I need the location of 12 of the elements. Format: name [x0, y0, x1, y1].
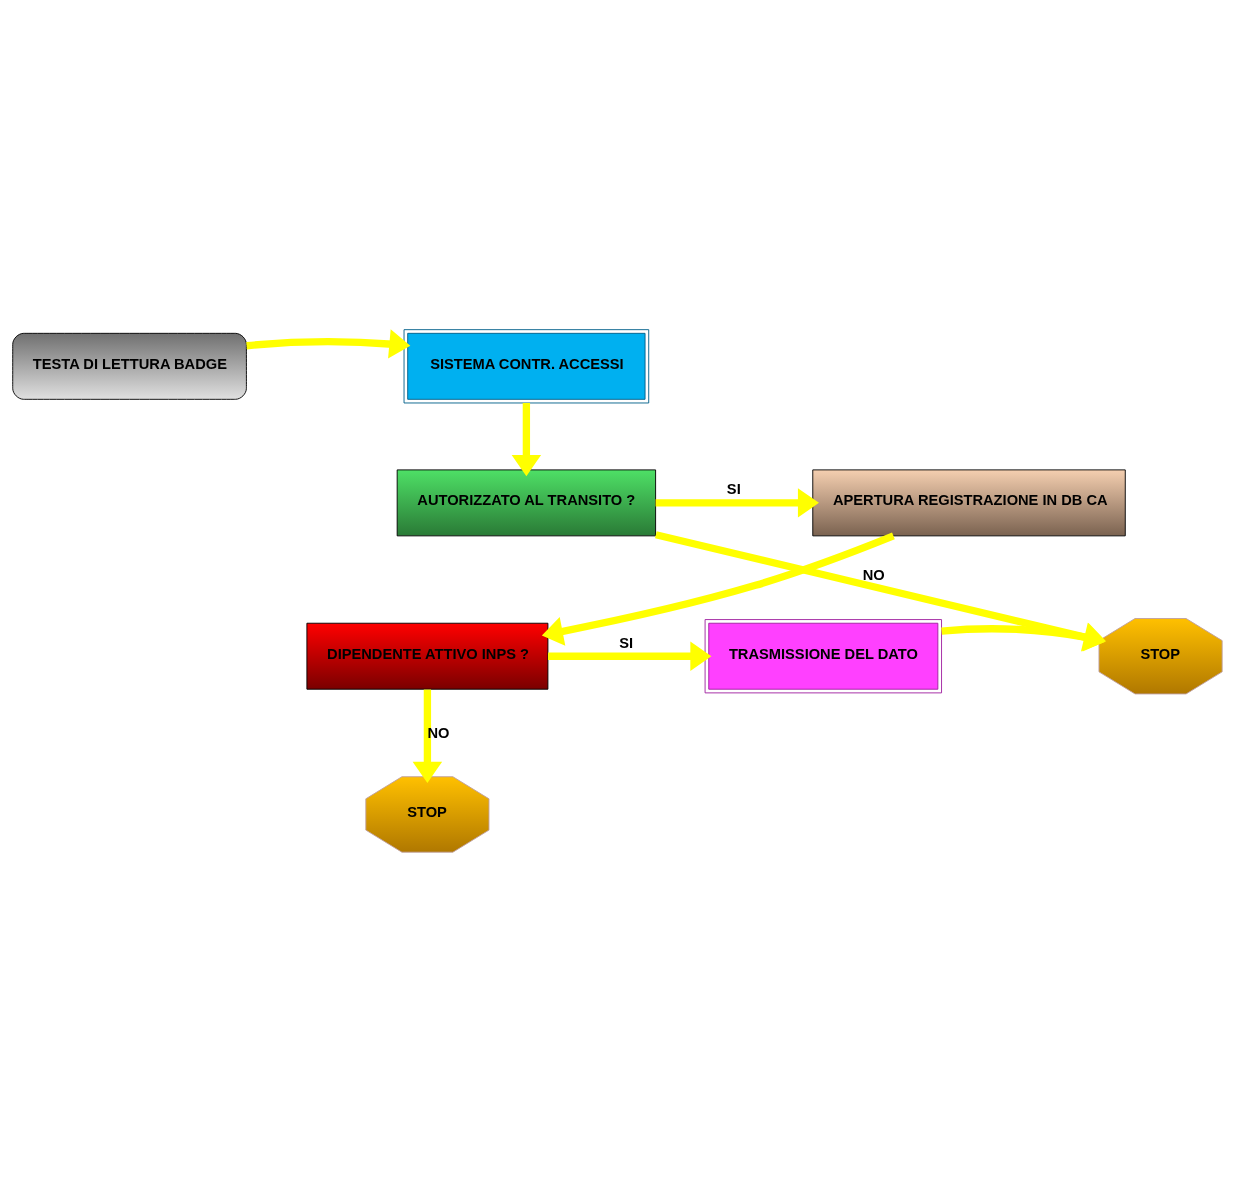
arrow — [548, 641, 712, 671]
node-box: TESTA DI LETTURA BADGE — [12, 332, 247, 400]
edge-label: NO — [862, 566, 885, 583]
node-box: DIPENDENTE ATTIVO INPS ? — [306, 622, 549, 690]
node-box: APERTURA REGISTRAZIONE IN DB CA — [812, 469, 1126, 537]
edge-label: SI — [726, 481, 741, 498]
edge-label: SI — [619, 634, 634, 651]
arrow — [541, 532, 895, 646]
arrow — [246, 329, 411, 359]
arrow — [655, 488, 819, 518]
node-box: AUTORIZZATO AL TRANSITO ? — [396, 469, 657, 537]
arrow — [412, 689, 443, 783]
